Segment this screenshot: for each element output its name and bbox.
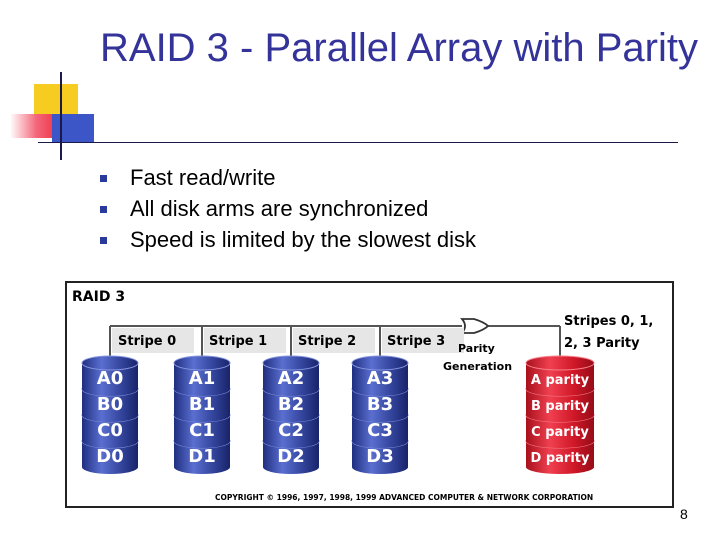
disk-rim	[525, 355, 595, 371]
stripe-box	[382, 328, 464, 353]
stripe-label: Stripe 0	[118, 334, 176, 349]
bullet-square-icon	[100, 206, 107, 213]
disk-block-label: A0	[97, 368, 123, 389]
disk-block-label: C0	[97, 420, 123, 441]
copyright-text: COPYRIGHT © 1996, 1997, 1998, 1999 ADVAN…	[215, 493, 593, 502]
disk-platter	[526, 415, 594, 448]
stripe-box	[204, 328, 286, 353]
bullet-list: Fast read/write All disk arms are synchr…	[100, 162, 476, 255]
disk-block-label: A2	[278, 368, 304, 389]
disk-platter	[263, 415, 319, 448]
disk-block-label: C2	[278, 420, 304, 441]
decor-horizontal-line	[38, 142, 678, 143]
disk-block-label: D0	[96, 446, 123, 467]
bullet-text: Fast read/write	[130, 165, 276, 190]
disk-block-label: C1	[189, 420, 215, 441]
disk-platter	[526, 441, 594, 474]
disk-block-label: A3	[367, 368, 393, 389]
stripe-label: Stripe 3	[387, 334, 445, 349]
parity-stripes-label: 2, 3 Parity	[564, 336, 640, 351]
disk-platter	[174, 415, 230, 448]
figure-heading: RAID 3	[72, 289, 125, 305]
stripe-box	[112, 328, 194, 353]
disk-block-label: D3	[366, 446, 393, 467]
bullet-item: All disk arms are synchronized	[100, 193, 476, 224]
disk-platter	[82, 363, 138, 396]
disk-platter	[526, 363, 594, 396]
page-number: 8	[680, 506, 688, 522]
slide-title: RAID 3 - Parallel Array with Parity	[100, 26, 698, 70]
disk-block-label: B0	[97, 394, 123, 415]
parity-disk-label: B parity	[531, 399, 590, 414]
disk-rim	[262, 355, 320, 371]
raid3-diagram: RAID 3 Stripe 0 Stripe 1 Stripe 2 Stripe…	[65, 281, 674, 508]
bullet-item: Speed is limited by the slowest disk	[100, 224, 476, 255]
disk-block-label: C3	[367, 420, 393, 441]
disk-rim	[351, 355, 409, 371]
disk-platter	[263, 389, 319, 422]
disk-platter	[174, 441, 230, 474]
disk-block-label: B1	[189, 394, 215, 415]
bullet-text: Speed is limited by the slowest disk	[130, 227, 477, 252]
bullet-item: Fast read/write	[100, 162, 476, 193]
disk-platter	[526, 389, 594, 422]
disk-platter	[352, 415, 408, 448]
parity-disk-stack: A parity B parity C parity D parity	[525, 355, 595, 474]
disk-rim	[173, 355, 231, 371]
parity-label: Parity	[458, 342, 495, 355]
decor-vertical-line	[60, 72, 62, 160]
decor-blue-square	[52, 114, 94, 142]
bullet-text: All disk arms are synchronized	[130, 196, 429, 221]
disk-block-label: D1	[188, 446, 215, 467]
disk-platter	[82, 441, 138, 474]
bullet-square-icon	[100, 175, 107, 182]
disk-platter	[263, 363, 319, 396]
disk-platter	[352, 441, 408, 474]
parity-disk-label: D parity	[531, 451, 590, 466]
disk-rim	[81, 355, 139, 371]
decor-red-bar	[10, 114, 58, 138]
stripe-box	[293, 328, 375, 353]
disk-platter	[82, 389, 138, 422]
parity-stripes-label: Stripes 0, 1,	[564, 314, 653, 329]
disk-platter	[174, 363, 230, 396]
stripe-label: Stripe 2	[298, 334, 356, 349]
disk-block-label: D2	[277, 446, 304, 467]
disk-platter	[82, 415, 138, 448]
disk-platter	[174, 389, 230, 422]
disk-block-label: B3	[367, 394, 393, 415]
parity-disk-label: C parity	[531, 425, 589, 440]
disk-platter	[352, 363, 408, 396]
stripe-label: Stripe 1	[209, 334, 267, 349]
parity-gate-icon	[460, 318, 490, 334]
disk-platter	[263, 441, 319, 474]
bullet-square-icon	[100, 237, 107, 244]
disk-block-label: B2	[278, 394, 304, 415]
disk-platter	[352, 389, 408, 422]
parity-disk-label: A parity	[531, 373, 590, 388]
generation-label: Generation	[443, 360, 512, 373]
disk-block-label: A1	[189, 368, 215, 389]
